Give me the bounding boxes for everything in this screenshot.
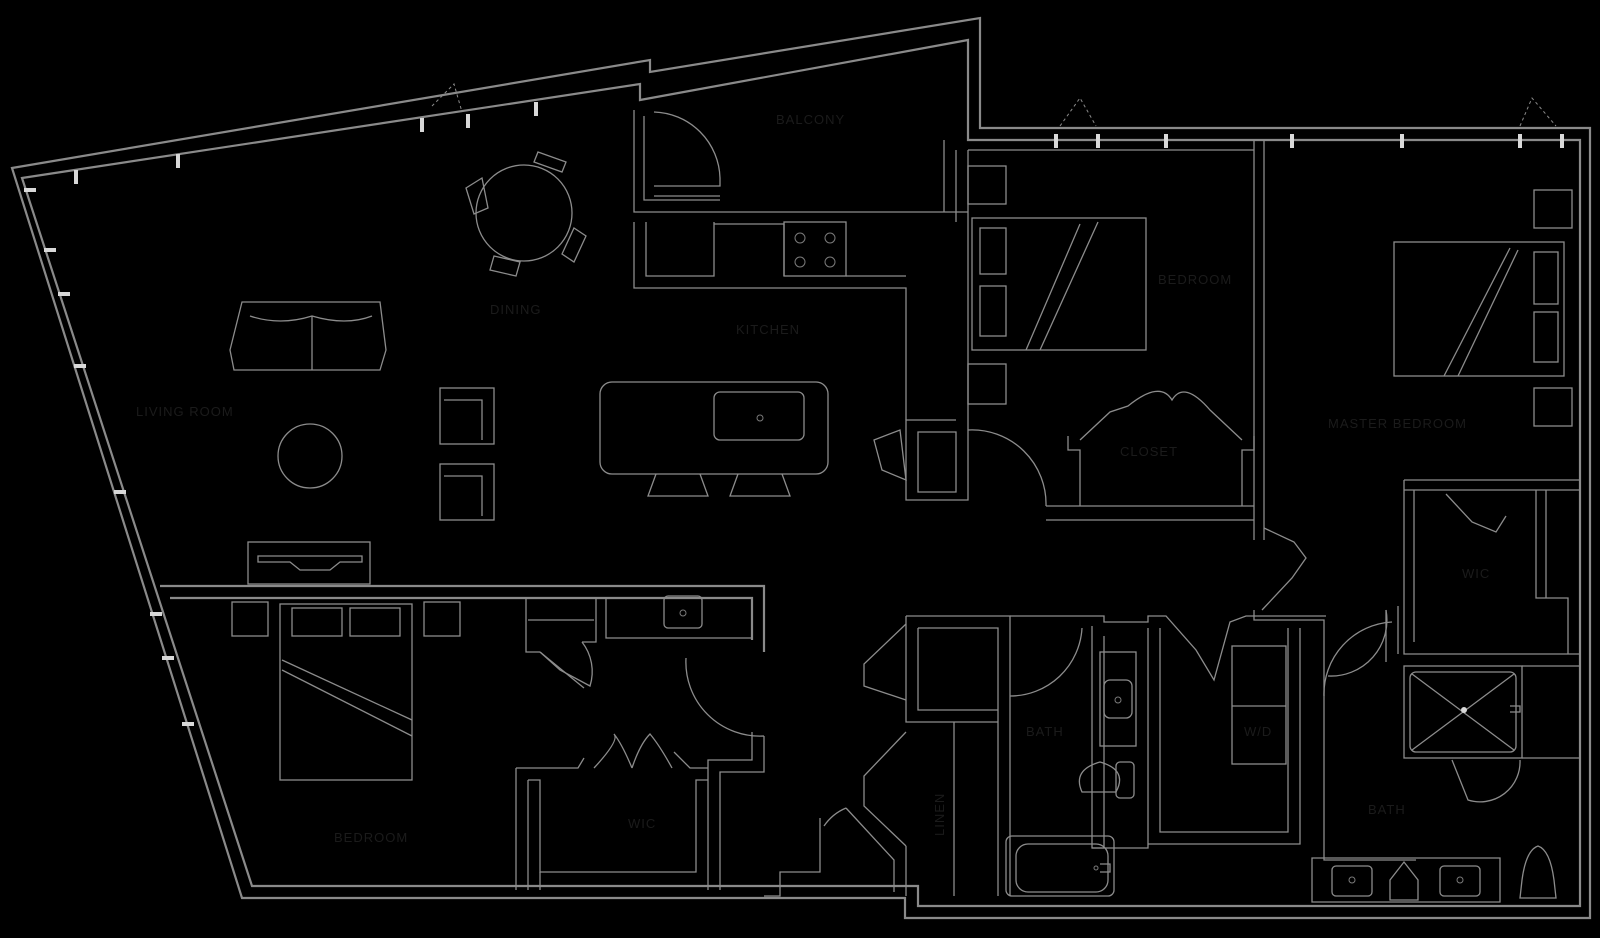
balcony-door-swings [431, 83, 1557, 127]
label-closet-2: CLOSET [1120, 444, 1178, 459]
bath-walls [764, 615, 1393, 897]
exterior-walls [10, 16, 1592, 920]
label-wd: W/D [1244, 724, 1272, 739]
dining-table [465, 151, 587, 277]
wic-1-doors [593, 733, 673, 769]
label-kitchen: KITCHEN [736, 322, 800, 337]
windows [24, 102, 1564, 726]
bedroom-1-walls [160, 584, 766, 890]
label-dining: DINING [490, 302, 542, 317]
living-furniture [229, 301, 495, 585]
label-wic-1: WIC [628, 816, 656, 831]
room-labels: BALCONY DINING KITCHEN LIVING ROOM BEDRO… [136, 112, 1490, 845]
shower [1403, 665, 1580, 803]
master-bedroom-furniture [1393, 189, 1573, 427]
balcony-area [633, 110, 968, 222]
label-bath: BATH [1026, 724, 1064, 739]
bedroom-2-walls [873, 140, 1265, 540]
label-master-bath: BATH [1368, 802, 1406, 817]
bedroom-2-furniture [967, 165, 1147, 405]
bath-fixtures [1005, 645, 1287, 897]
kitchen-counters [633, 221, 907, 420]
master-bath-fixtures [1311, 845, 1557, 903]
label-balcony: BALCONY [776, 112, 845, 127]
label-wic: WIC [1462, 566, 1490, 581]
label-bedroom-1: BEDROOM [334, 830, 408, 845]
label-bedroom-2: BEDROOM [1158, 272, 1232, 287]
master-walls [1253, 479, 1580, 861]
kitchen-island [599, 381, 829, 497]
bedroom-1-furniture [231, 595, 703, 781]
label-linen: LINEN [932, 793, 947, 836]
label-master: MASTER BEDROOM [1328, 416, 1467, 431]
label-living: LIVING ROOM [136, 404, 234, 419]
